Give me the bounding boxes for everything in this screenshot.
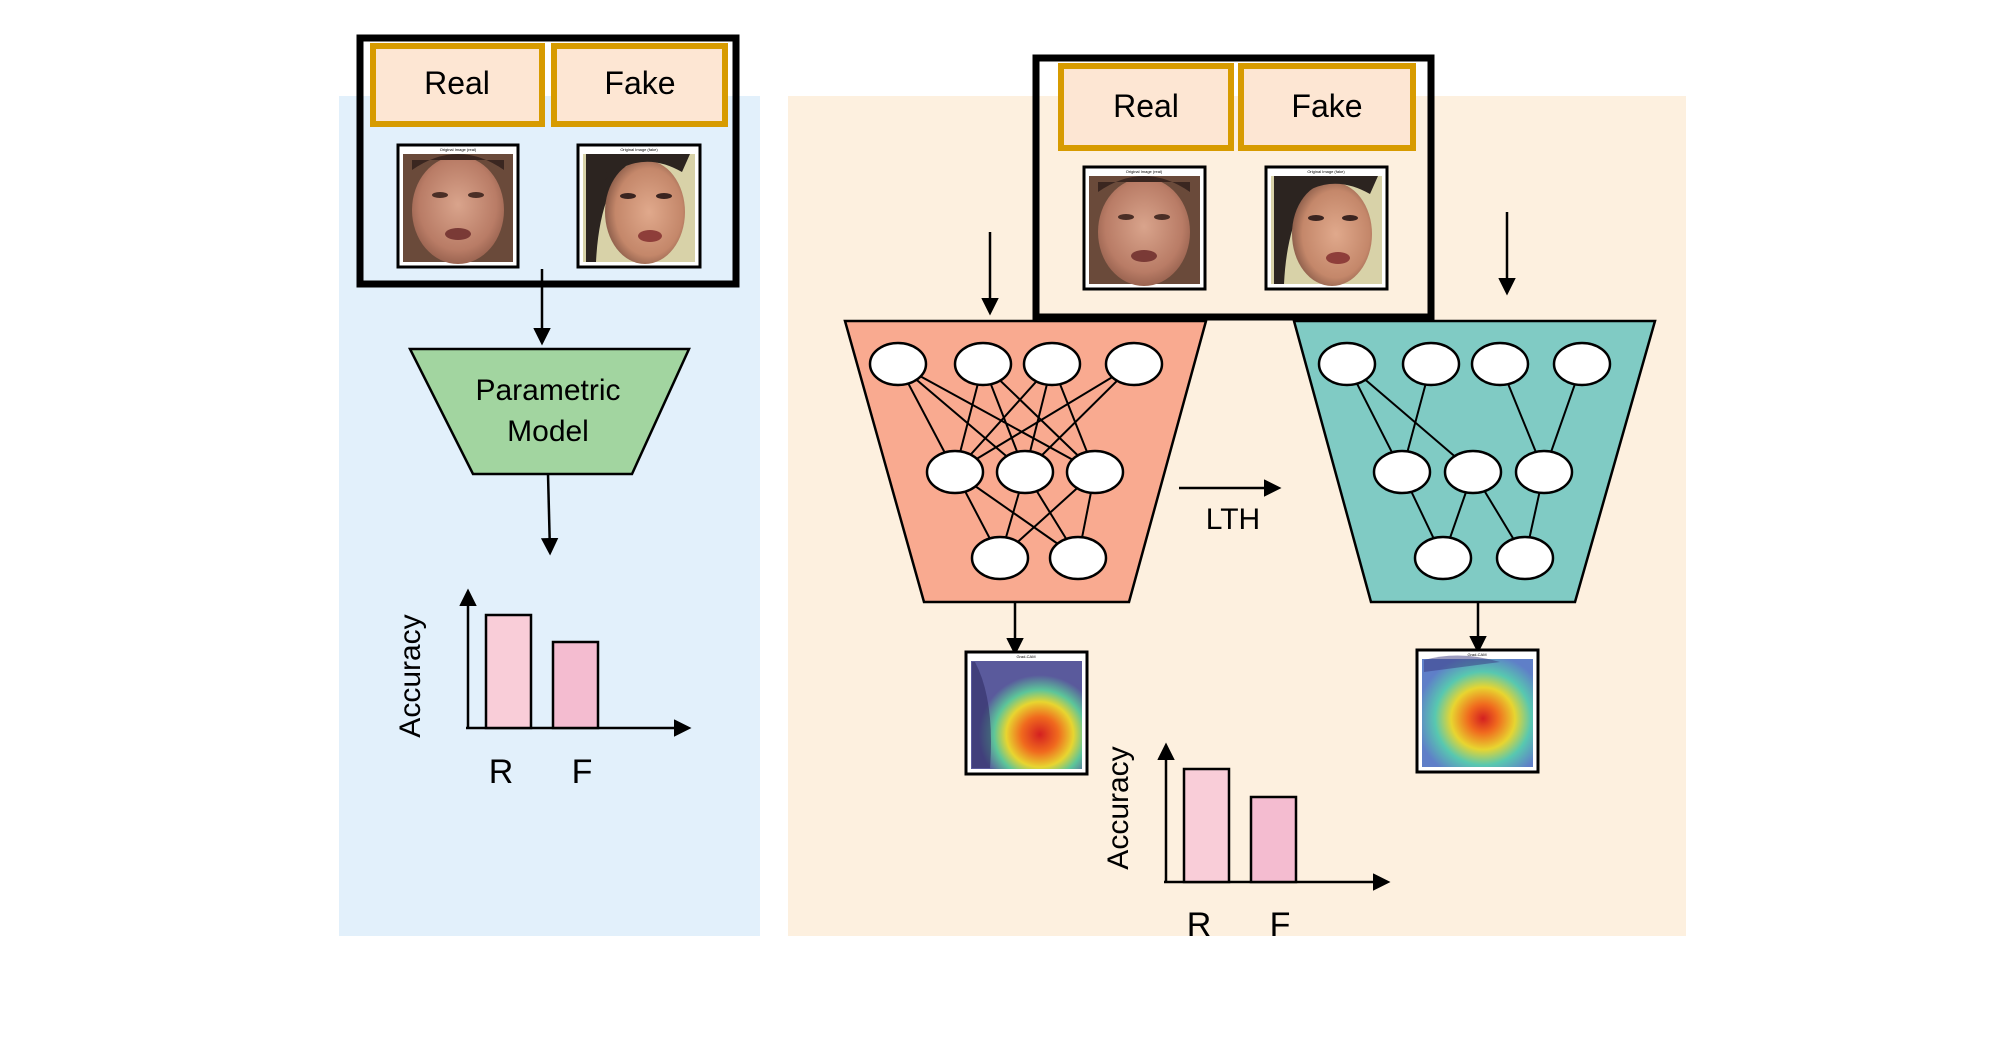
parametric-model-label-line1: Parametric	[475, 374, 620, 407]
right-fake-face-image: Original Image (fake)	[1264, 165, 1389, 291]
left-chart-bar-fake	[551, 640, 600, 730]
network-node	[1022, 341, 1082, 387]
right-real-label-box	[1058, 63, 1234, 151]
left-fake-label-box	[551, 43, 728, 127]
lth-label: LTH	[1206, 503, 1260, 536]
left-chart-xtick-fake: F	[572, 753, 593, 791]
right-accuracy-chart: Accuracy R F	[1102, 742, 1391, 944]
left-accuracy-chart: Accuracy R F	[394, 588, 692, 791]
left-real-face-caption: Original Image (real)	[440, 147, 477, 152]
network-node	[1104, 341, 1164, 387]
right-fake-label: Fake	[1291, 88, 1362, 124]
left-fake-face-image: Original Image (fake)	[576, 143, 702, 269]
pruned-gradcam-image: Grad-CAM	[1415, 648, 1540, 774]
network-node	[953, 341, 1013, 387]
left-chart-ylabel: Accuracy	[394, 614, 427, 737]
right-chart-bar-fake	[1249, 795, 1298, 884]
pruned-network	[1292, 319, 1657, 604]
right-real-face-image: Original Image (real)	[1082, 165, 1207, 291]
right-chart-xtick-real: R	[1187, 906, 1212, 944]
dense-gradcam-image: Grad-CAM	[964, 650, 1089, 776]
right-input-frame	[1032, 54, 1435, 321]
network-node	[970, 535, 1030, 581]
dense-network	[843, 319, 1208, 604]
left-real-label: Real	[424, 65, 490, 101]
network-node	[1413, 535, 1473, 581]
network-node	[1372, 449, 1432, 495]
network-node	[1401, 341, 1461, 387]
network-node	[1470, 341, 1530, 387]
right-chart-bar-real	[1182, 767, 1231, 884]
right-real-label: Real	[1113, 88, 1179, 124]
network-node	[1317, 341, 1377, 387]
right-real-face-caption: Original Image (real)	[1126, 169, 1163, 174]
network-node	[925, 449, 985, 495]
network-node	[1495, 535, 1555, 581]
parametric-model-label-line2: Model	[507, 415, 589, 448]
network-node	[1552, 341, 1612, 387]
left-chart-bar-real	[484, 613, 533, 730]
right-chart-ylabel: Accuracy	[1102, 746, 1135, 869]
network-node	[1065, 449, 1125, 495]
network-node	[995, 449, 1055, 495]
right-fake-face-caption: Original Image (fake)	[1307, 169, 1345, 174]
left-real-face-image: Original Image (real)	[396, 143, 520, 269]
left-fake-label: Fake	[604, 65, 675, 101]
right-fake-label-box	[1238, 63, 1416, 151]
network-node	[868, 341, 928, 387]
right-input-box: Real Fake Original Image (real) Original…	[1058, 63, 1416, 291]
parametric-model: Parametric Model	[407, 347, 691, 476]
left-fake-face-caption: Original Image (fake)	[620, 147, 658, 152]
arrow-model-to-chart	[540, 473, 559, 556]
left-chart-xtick-real: R	[489, 753, 514, 791]
network-node	[1443, 449, 1503, 495]
network-node	[1048, 535, 1108, 581]
pruned-gradcam-caption: Grad-CAM	[1467, 652, 1486, 657]
left-real-label-box	[370, 43, 545, 127]
right-chart-xtick-fake: F	[1270, 906, 1291, 944]
pruned-network-nodes	[1317, 341, 1612, 581]
left-input-frame	[356, 34, 740, 288]
dense-gradcam-caption: Grad-CAM	[1016, 654, 1035, 659]
dense-network-nodes	[868, 341, 1164, 581]
left-input-box: Real Fake Original Image (real) Original…	[356, 34, 740, 288]
network-node	[1514, 449, 1574, 495]
